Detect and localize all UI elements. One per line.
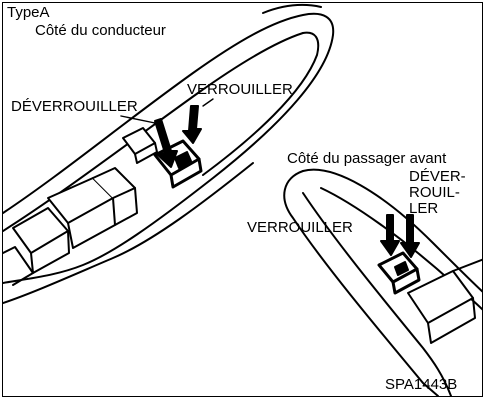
passenger-unlock-line-2: ROUIL- — [409, 184, 460, 201]
type-label: TypeA — [7, 4, 50, 21]
passenger-side-title: Côté du passager avant — [287, 150, 447, 167]
passenger-unlock-line-3: LER — [409, 200, 439, 217]
passenger-window-switch — [407, 258, 482, 344]
reference-code: SPA1443B — [385, 376, 458, 393]
driver-lock-arrow — [182, 105, 202, 144]
passenger-unlock-arrow — [400, 214, 420, 258]
figure-frame: TypeA Côté du conducteur VERROUILLER DÉV… — [2, 2, 483, 397]
driver-side-title: Côté du conducteur — [35, 22, 166, 39]
driver-unlock-arrow — [154, 118, 178, 168]
passenger-unlock-line-1: DÉVER- — [409, 168, 466, 185]
illustration — [3, 4, 482, 396]
driver-window-switches — [3, 167, 138, 286]
passenger-lock-switch — [377, 251, 421, 295]
driver-unlock-label: DÉVERROUILLER — [11, 98, 138, 115]
passenger-lock-label: VERROUILLER — [247, 219, 353, 236]
driver-lock-label: VERROUILLER — [187, 81, 293, 98]
passenger-armrest-panel — [283, 168, 482, 396]
passenger-lock-arrow — [380, 214, 400, 256]
